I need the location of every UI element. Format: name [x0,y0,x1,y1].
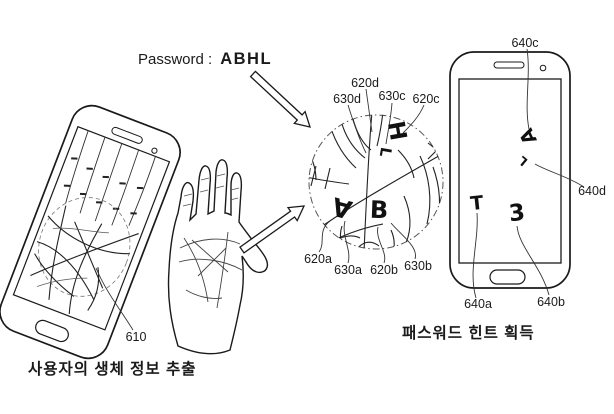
ref-640d: 640d [578,184,606,198]
hand [167,159,269,355]
ref-620c: 620c [412,92,440,106]
magnifier-letter-b: B [369,195,389,225]
left-phone [0,104,181,360]
password-value: ABHL [220,50,273,68]
ref-630a: 630a [334,263,362,277]
ref-630d: 630d [333,92,361,106]
magnifier-circle [308,114,444,250]
ref-640c: 640c [511,36,539,50]
password-label: Password : [138,51,213,68]
arrow-top [249,70,311,128]
ref-630c: 630c [378,89,406,103]
caption-password-hint: 패스워드 힌트 획득 [402,325,535,342]
left-phone-screen-content [30,130,156,315]
magnifier-letter-l: L [375,145,396,159]
leader-lines [95,48,585,331]
ref-640b: 640b [537,295,565,309]
ref-620d: 620d [351,76,379,90]
ref-640a: 640a [464,297,492,311]
ref-620b: 620b [370,263,398,277]
password-heading: Password : ABHL [138,50,272,69]
arrow-bottom [239,205,306,254]
caption-biometric-extraction: 사용자의 생체 정보 추출 [28,361,197,378]
hint-glyph-b: 3 [507,199,527,228]
magnifier-letter-h: H [382,119,411,143]
right-phone [449,51,571,289]
hint-glyph-a: T [469,191,485,216]
ref-620a: 620a [304,252,332,266]
ref-610: 610 [125,330,147,344]
ref-630b: 630b [404,259,432,273]
